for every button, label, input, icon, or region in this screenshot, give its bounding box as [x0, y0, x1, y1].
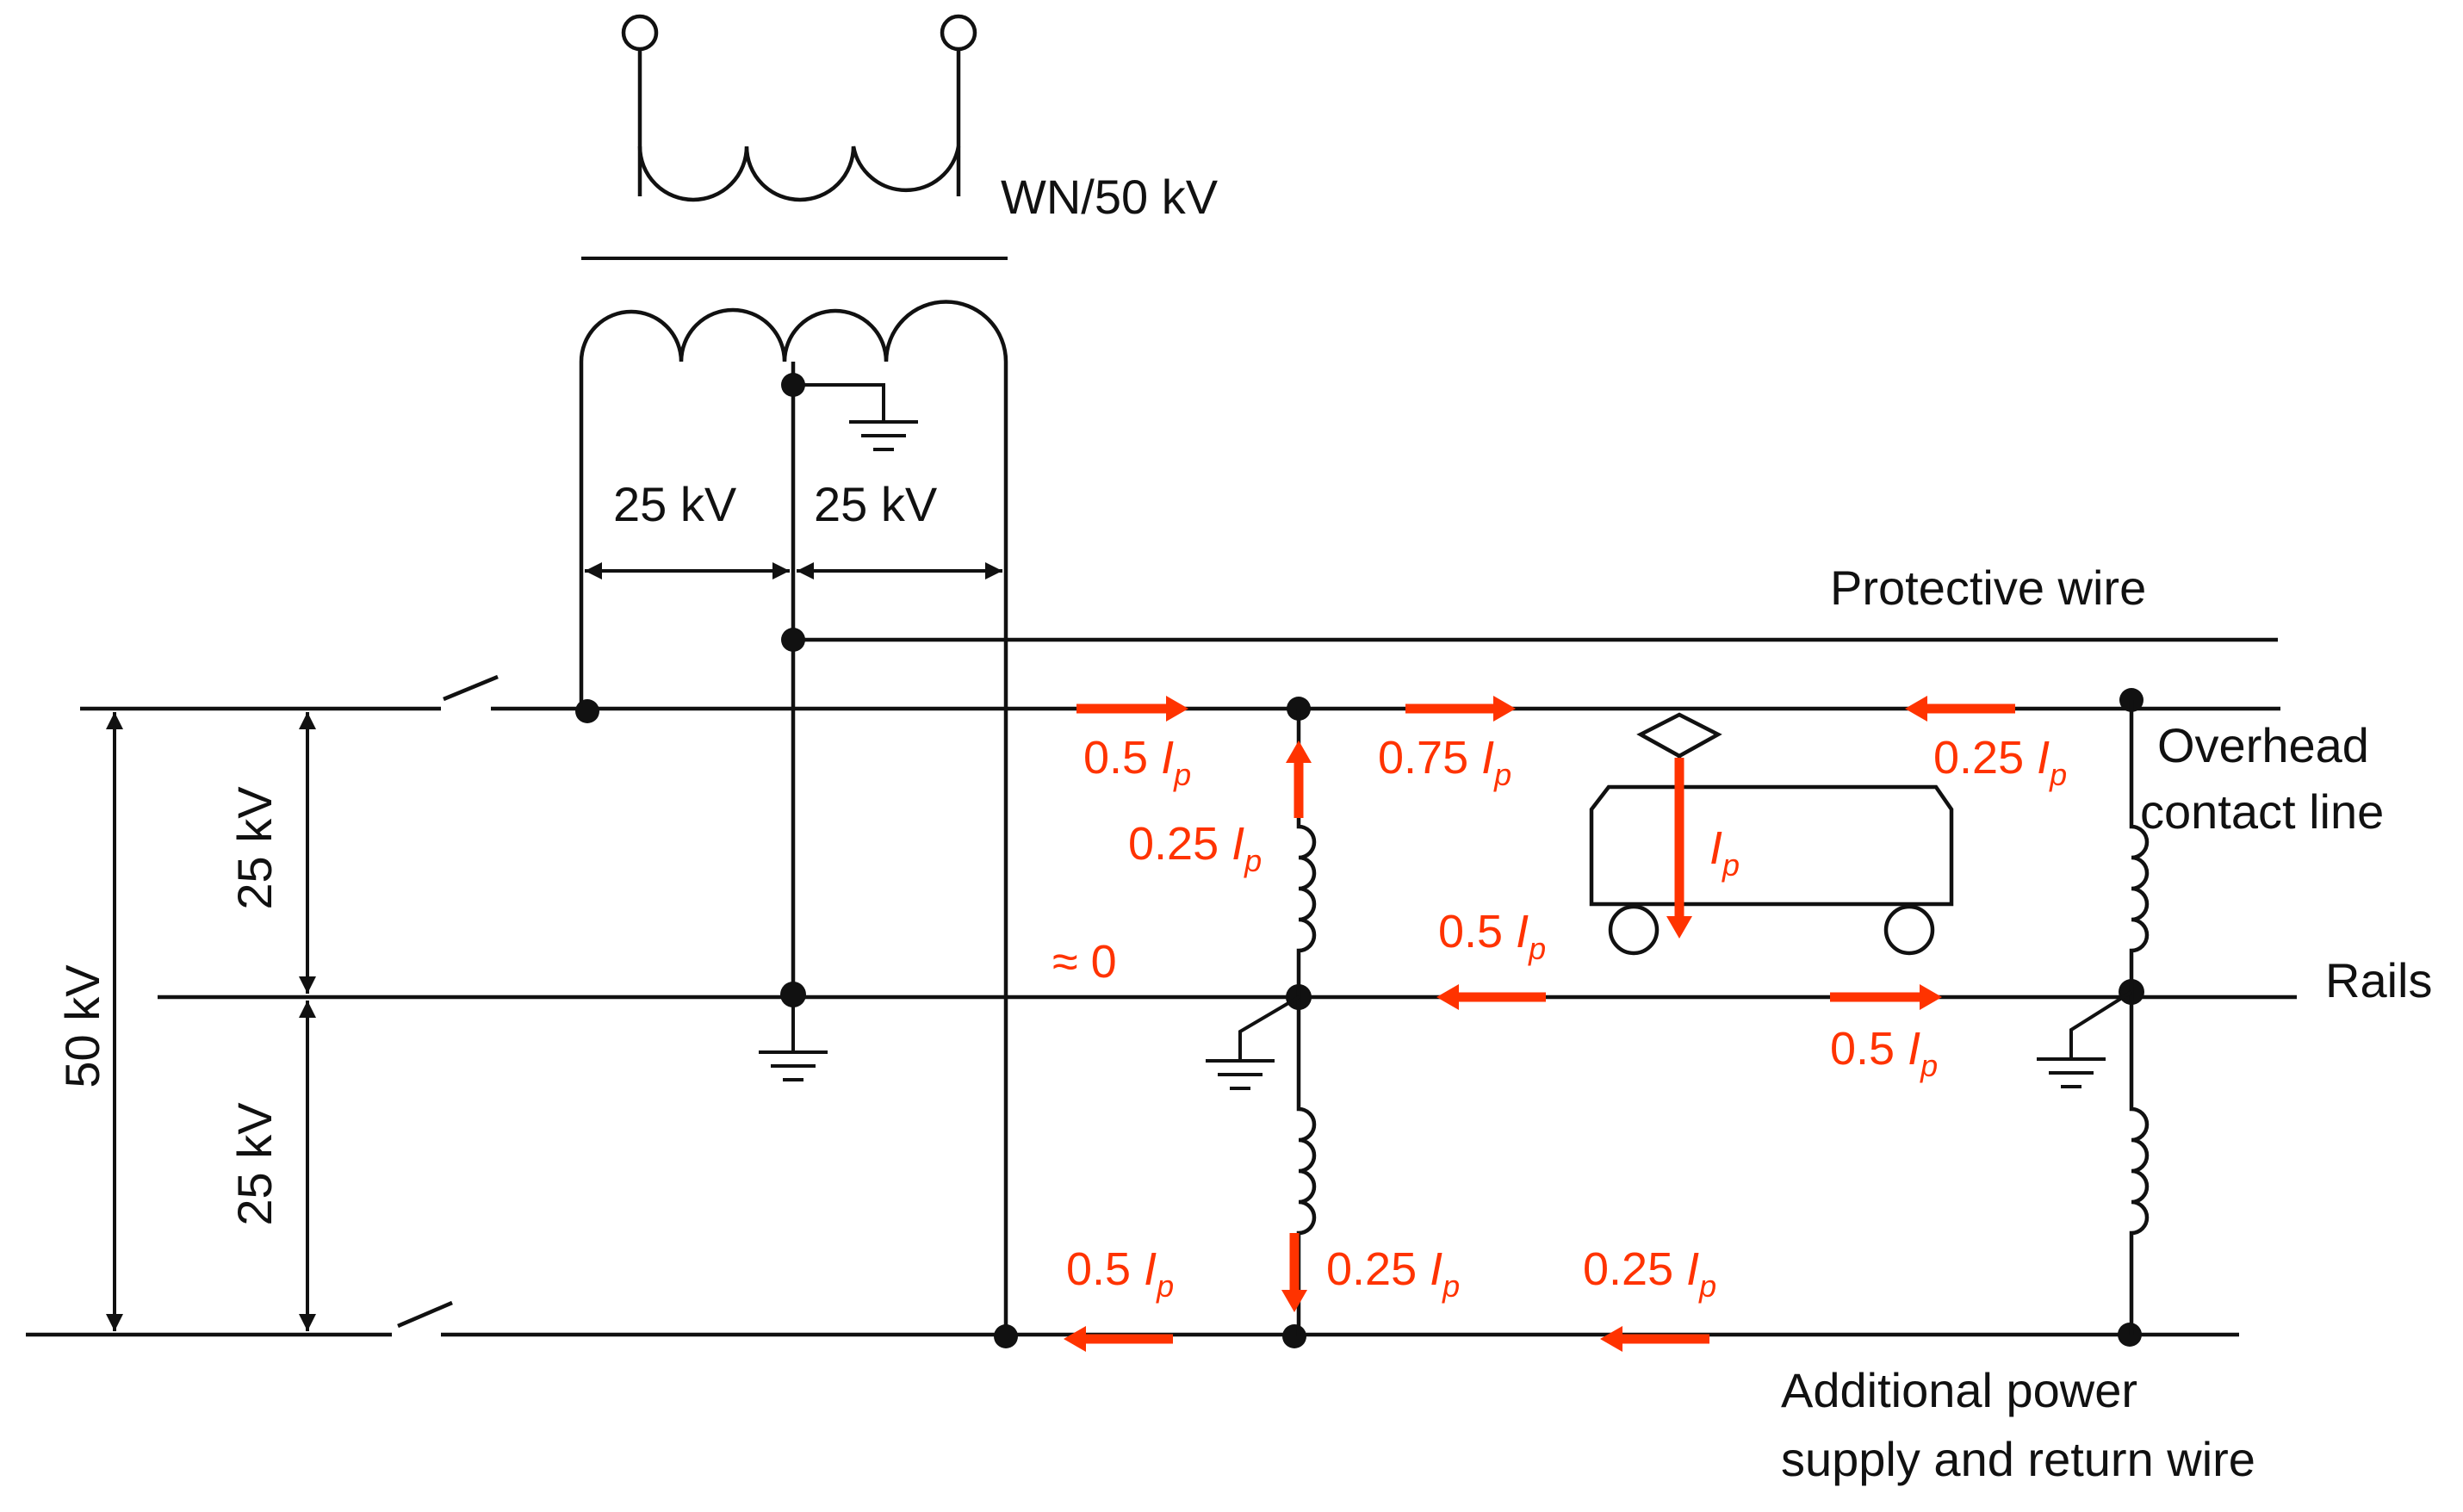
- current-label-rails-approx-zero: ≈ 0: [1052, 936, 1117, 988]
- current-label-rails-left-symbol: I: [1516, 906, 1529, 957]
- current-label-overhead-right: 0.25 Ip: [1933, 732, 2067, 792]
- voltage-label-upper: 25 kV: [227, 786, 282, 910]
- current-label-rails-left: 0.5 Ip: [1438, 906, 1546, 966]
- overhead-contact-line-label-1: Overhead: [2157, 718, 2369, 772]
- current-label-autotransformer-down-symbol: I: [1430, 1243, 1442, 1295]
- overhead-contact-line: [80, 674, 2280, 723]
- current-label-return-mid-symbol: I: [1686, 1243, 1699, 1295]
- autotransformer-1-ground: [1206, 995, 1300, 1090]
- current-label-rails-right-symbol: I: [1908, 1023, 1920, 1075]
- current-label-autotransformer-down-coefficient: 0.25: [1326, 1243, 1430, 1295]
- current-label-train: Ip: [1709, 822, 1740, 883]
- transformer-ground: [759, 995, 828, 1081]
- train-wheel-right: [1883, 904, 1935, 956]
- autotransformer-2: [2037, 700, 2150, 1335]
- current-label-autotransformer-down-subscript: p: [1442, 1268, 1460, 1304]
- return-wire-label-2: supply and return wire: [1781, 1432, 2255, 1486]
- autotransformer-1: [1206, 709, 1317, 1336]
- current-label-autotransformer-up: 0.25 Ip: [1128, 818, 1262, 878]
- current-arrow-autotransformer-up: [1286, 741, 1312, 818]
- line-break-mark: [443, 674, 499, 702]
- current-arrow-return-mid: [1600, 1326, 1709, 1352]
- current-label-autotransformer-up-subscript: p: [1244, 843, 1262, 878]
- overhead-contact-line-label-2: contact line: [2140, 784, 2384, 839]
- current-label-autotransformer-down: 0.25 Ip: [1326, 1243, 1460, 1304]
- return-wire-label-1: Additional power: [1781, 1363, 2137, 1417]
- secondary-winding: [579, 300, 1008, 1335]
- current-label-rails-right-subscript: p: [1920, 1048, 1938, 1083]
- current-arrow-overhead-mid: [1405, 696, 1516, 722]
- current-label-overhead-left-coefficient: 0.5: [1083, 732, 1161, 784]
- secondary-voltage-dimensions: 25 kV 25 kV: [585, 477, 1002, 579]
- current-label-return-mid: 0.25 Ip: [1583, 1243, 1716, 1304]
- primary-winding: [621, 14, 977, 202]
- voltage-label-lower: 25 kV: [227, 1102, 282, 1226]
- protective-wire: [781, 628, 2278, 652]
- train-body: [1589, 784, 1954, 907]
- current-arrow-return-left: [1064, 1326, 1173, 1352]
- voltage-label-total: 50 kV: [55, 964, 109, 1088]
- rails: [158, 979, 2297, 1010]
- current-label-overhead-mid-subscript: p: [1493, 757, 1511, 792]
- system-voltage-dimensions: 50 kV 25 kV 25 kV: [55, 712, 316, 1331]
- protective-wire-label: Protective wire: [1830, 561, 2146, 615]
- current-label-autotransformer-up-coefficient: 0.25: [1128, 818, 1232, 870]
- primary-terminal-right: [940, 14, 977, 52]
- current-label-rails-left-coefficient: 0.5: [1438, 906, 1516, 957]
- current-arrow-rails-left: [1436, 984, 1546, 1010]
- current-arrow-overhead-right: [1905, 696, 2015, 722]
- current-label-return-left: 0.5 Ip: [1066, 1243, 1174, 1304]
- current-label-overhead-left-subscript: p: [1173, 757, 1191, 792]
- current-label-overhead-right-symbol: I: [2037, 732, 2050, 784]
- voltage-label-right-half: 25 kV: [814, 477, 938, 531]
- current-label-overhead-mid: 0.75 Ip: [1378, 732, 1511, 792]
- rails-label: Rails: [2325, 953, 2432, 1007]
- autotransformer-2-ground: [2037, 990, 2133, 1088]
- current-arrow-autotransformer-down: [1281, 1233, 1307, 1312]
- current-label-train-symbol: I: [1709, 822, 1722, 874]
- voltage-label-left-half: 25 kV: [613, 477, 737, 531]
- primary-terminal-left: [621, 14, 659, 52]
- current-label-overhead-right-subscript: p: [2049, 757, 2067, 792]
- transformer-rating: WN/50 kV: [1001, 170, 1219, 224]
- current-label-overhead-left: 0.5 Ip: [1083, 732, 1191, 792]
- train-wheel-left: [1608, 904, 1660, 956]
- center-tap-ground: [793, 383, 918, 451]
- current-label-overhead-right-coefficient: 0.25: [1933, 732, 2037, 784]
- current-label-overhead-left-symbol: I: [1161, 732, 1174, 784]
- current-arrows: [1064, 696, 2015, 1352]
- current-label-rails-right: 0.5 Ip: [1830, 1023, 1938, 1083]
- current-label-return-left-symbol: I: [1144, 1243, 1157, 1295]
- current-label-train-subscript: p: [1722, 847, 1740, 883]
- current-label-return-left-subscript: p: [1156, 1268, 1174, 1304]
- current-label-rails-right-coefficient: 0.5: [1830, 1023, 1908, 1075]
- transformer: WN/50 kV: [579, 14, 1219, 1335]
- current-label-return-left-coefficient: 0.5: [1066, 1243, 1144, 1295]
- return-wire: [26, 1300, 2239, 1348]
- current-arrow-rails-right: [1830, 984, 1942, 1010]
- current-label-autotransformer-up-symbol: I: [1232, 818, 1244, 870]
- train: [1589, 712, 1954, 956]
- line-break-mark: [397, 1300, 453, 1329]
- current-label-rails-left-subscript: p: [1528, 931, 1546, 966]
- current-arrow-overhead-left: [1076, 696, 1188, 722]
- current-label-overhead-mid-coefficient: 0.75: [1378, 732, 1481, 784]
- current-label-return-mid-coefficient: 0.25: [1583, 1243, 1686, 1295]
- current-label-overhead-mid-symbol: I: [1481, 732, 1494, 784]
- current-arrow-train: [1666, 758, 1692, 939]
- current-label-return-mid-subscript: p: [1698, 1268, 1716, 1304]
